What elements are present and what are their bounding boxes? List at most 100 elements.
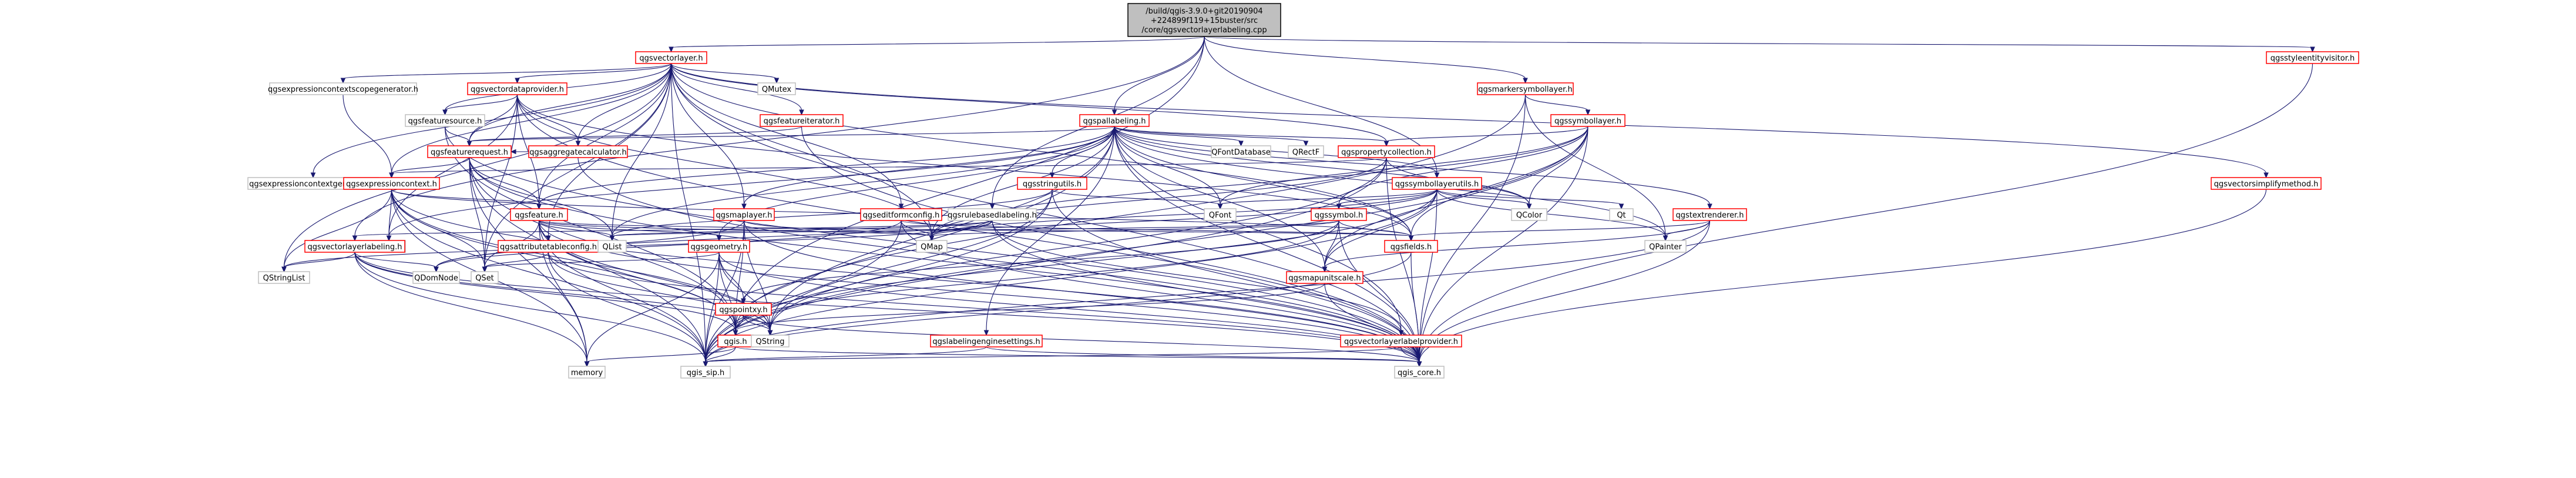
- edge-qgsvectorlayer-h-to-qgsfeaturerequest-h: [469, 63, 672, 142]
- node-label: QDomNode: [414, 274, 458, 283]
- edge-qgstextrenderer-h-to-qpainter: [1665, 220, 1711, 237]
- node-qgssymbol-h[interactable]: qgssymbol.h: [1311, 208, 1367, 221]
- edge-qgsvectordataprovider-h-to-qset: [484, 94, 518, 268]
- edge-arrowhead: [1585, 109, 1591, 116]
- edge-qgsvectorlayerlabeling-h-to-qstring: [354, 252, 771, 332]
- node-root[interactable]: /build/qgis-3.9.0+git20190904+224899f119…: [1127, 3, 1281, 37]
- node-label: qgsfeature.h: [515, 211, 563, 220]
- node-label: qgsvectorsimplifymethod.h: [2214, 180, 2319, 189]
- node-qgsstyleentityvisitor-h[interactable]: qgsstyleentityvisitor.h: [2266, 51, 2359, 64]
- edge-qgspallabeling-h-to-qgsmapunitscale-h: [1114, 126, 1325, 268]
- node-box: [1511, 208, 1547, 221]
- node-qgsfeature-h[interactable]: qgsfeature.h: [510, 208, 568, 221]
- node-box: [405, 114, 485, 127]
- edge-qgssymbol-h-to-qmap: [931, 220, 1339, 237]
- edge-qgspallabeling-h-to-qhash: [388, 126, 1115, 237]
- node-qgsfeatureiterator-h[interactable]: qgsfeatureiterator.h: [760, 114, 844, 127]
- edge-arrowhead: [929, 235, 935, 242]
- node-qpainter[interactable]: QPainter: [1644, 240, 1687, 253]
- node-qgsfields-h[interactable]: qgsfields.h: [1384, 240, 1438, 253]
- node-qgsgeometry-h[interactable]: qgsgeometry.h: [688, 240, 750, 253]
- edge-qgsvectorlayer-h-to-qgsmaplayer-h: [670, 63, 745, 205]
- node-qstring[interactable]: QString: [751, 335, 790, 347]
- node-qgseditformconfig-h[interactable]: qgseditformconfig.h: [860, 208, 942, 221]
- node-label: QFontDatabase: [1211, 148, 1271, 157]
- node-qmap[interactable]: QMap: [916, 240, 948, 253]
- node-qgstextrenderer-h[interactable]: qgstextrenderer.h: [1672, 208, 1747, 221]
- edge-arrowhead: [466, 141, 472, 147]
- edge-arrowhead: [2263, 172, 2269, 179]
- node-qgis-sip-h[interactable]: qgis_sip.h: [680, 366, 731, 379]
- node-qfontdatabase[interactable]: QFontDatabase: [1211, 145, 1271, 158]
- node-box: [680, 366, 731, 379]
- node-qgssymbollayerutils-h[interactable]: qgssymbollayerutils.h: [1392, 177, 1482, 190]
- node-qgspropertycollection-h[interactable]: qgspropertycollection.h: [1338, 145, 1435, 158]
- edge-qgssymbollayer-h-to-qcolor: [1529, 126, 1588, 205]
- node-qfont[interactable]: QFont: [1204, 208, 1237, 221]
- node-qgsfeaturesource-h[interactable]: qgsfeaturesource.h: [405, 114, 485, 127]
- edge-qgsexpressioncontextscopegenerator-h-to-qgsexpressioncontext-h: [342, 94, 392, 174]
- node-qgslabelingenginesettings-h[interactable]: qgslabelingenginesettings.h: [930, 335, 1043, 347]
- node-qgis-h[interactable]: qgis.h: [717, 335, 754, 347]
- node-qgsaggregatecalculator-h[interactable]: qgsaggregatecalculator.h: [528, 145, 628, 158]
- node-qstringlist[interactable]: QStringList: [258, 271, 310, 284]
- node-label: qgis_core.h: [1398, 369, 1441, 377]
- node-box: [412, 271, 460, 284]
- node-box: [471, 271, 499, 284]
- node-qgsstringutils-h[interactable]: qgsstringutils.h: [1017, 177, 1087, 190]
- edge-qgssymbollayerutils-h-to-qt: [1436, 189, 1622, 205]
- edge-qgsmarkersymbollayer-h-to-qgssymbollayer-h: [1524, 94, 1588, 111]
- edge-qgsfeaturerequest-h-to-qgis-core-h: [469, 157, 1420, 363]
- node-qrectf[interactable]: QRectF: [1288, 145, 1324, 158]
- edge-qgsfeaturerequest-h-to-memory: [469, 157, 587, 363]
- node-qgsmapunitscale-h[interactable]: qgsmapunitscale.h: [1286, 271, 1363, 284]
- node-qgsmaplayer-h[interactable]: qgsmaplayer.h: [713, 208, 775, 221]
- node-label: qgspallabeling.h: [1083, 117, 1146, 126]
- edge-qgssymbollayerutils-h-to-qgsmapunitscale-h: [1324, 189, 1438, 268]
- edge-qgsstringutils-h-to-qfont: [1052, 189, 1221, 205]
- node-label: qgsmapunitscale.h: [1288, 274, 1361, 283]
- node-qgspallabeling-h[interactable]: qgspallabeling.h: [1079, 114, 1150, 127]
- node-qgsexpressioncontext-h[interactable]: qgsexpressioncontext.h: [343, 177, 440, 190]
- node-qgsrulebasedlabeling-h[interactable]: qgsrulebasedlabeling.h: [948, 208, 1037, 221]
- node-qgsvectorlayer-h[interactable]: qgsvectorlayer.h: [635, 51, 707, 64]
- node-qgsvectordataprovider-h[interactable]: qgsvectordataprovider.h: [467, 82, 567, 95]
- edge-qgssymbol-h-to-qgspointxy-h: [743, 220, 1339, 300]
- node-label: QPainter: [1649, 243, 1682, 252]
- edge-qgstextrenderer-h-to-qgis-sip-h: [705, 220, 1711, 363]
- node-qlist[interactable]: QList: [597, 240, 627, 253]
- edge-arrowhead: [389, 172, 394, 179]
- node-box: [510, 208, 568, 221]
- node-qgsexpressioncontextscopegenerator-h[interactable]: qgsexpressioncontextscopegenerator.h: [268, 82, 418, 95]
- node-qgssymbollayer-h[interactable]: qgssymbollayer.h: [1550, 114, 1625, 127]
- node-qgsmarkersymbollayer-h[interactable]: qgsmarkersymbollayer.h: [1477, 82, 1574, 95]
- node-box: [757, 82, 796, 95]
- node-box: [635, 51, 707, 64]
- edge-qgsgeometry-h-to-qstring: [718, 252, 771, 332]
- node-box: [1288, 145, 1324, 158]
- edge-qgsrulebasedlabeling-h-to-qgsvectorlayerlabelprovider-h: [992, 220, 1402, 332]
- node-qdomnode[interactable]: QDomNode: [412, 271, 460, 284]
- node-qt[interactable]: Qt: [1609, 208, 1634, 221]
- node-qcolor[interactable]: QColor: [1511, 208, 1547, 221]
- edge-qgis-h-to-qgis-sip-h: [705, 346, 736, 363]
- edge-qgspallabeling-h-to-qcolor: [1114, 126, 1530, 205]
- node-qgis-core-h[interactable]: qgis_core.h: [1394, 366, 1445, 379]
- node-qgspointxy-h[interactable]: qgspointxy.h: [715, 303, 772, 316]
- edge-qgspallabeling-h-to-qgsfeature-h: [538, 126, 1115, 205]
- node-label: qgsvectordataprovider.h: [471, 85, 564, 94]
- node-box: [1672, 208, 1747, 221]
- edge-arrowhead: [669, 46, 674, 53]
- edge-arrowhead: [1663, 235, 1668, 242]
- node-qset[interactable]: QSet: [471, 271, 499, 284]
- node-box: [916, 240, 948, 253]
- node-qgsfeaturerequest-h[interactable]: qgsfeaturerequest.h: [427, 145, 512, 158]
- node-qgsvectorlayerlabeling-h[interactable]: qgsvectorlayerlabeling.h: [304, 240, 405, 253]
- node-qgsvectorsimplifymethod-h[interactable]: qgsvectorsimplifymethod.h: [2211, 177, 2322, 190]
- node-qgsvectorlayerlabelprovider-h[interactable]: qgsvectorlayerlabelprovider.h: [1340, 335, 1462, 347]
- node-qmutex[interactable]: QMutex: [757, 82, 796, 95]
- node-memory[interactable]: memory: [568, 366, 606, 379]
- node-qgsattributetableconfig-h[interactable]: qgsattributetableconfig.h: [498, 240, 599, 253]
- edge-qgssymbollayer-h-to-qgsmapunitscale-h: [1324, 126, 1588, 268]
- edge-qgspallabeling-h-to-qrectf: [1114, 126, 1307, 142]
